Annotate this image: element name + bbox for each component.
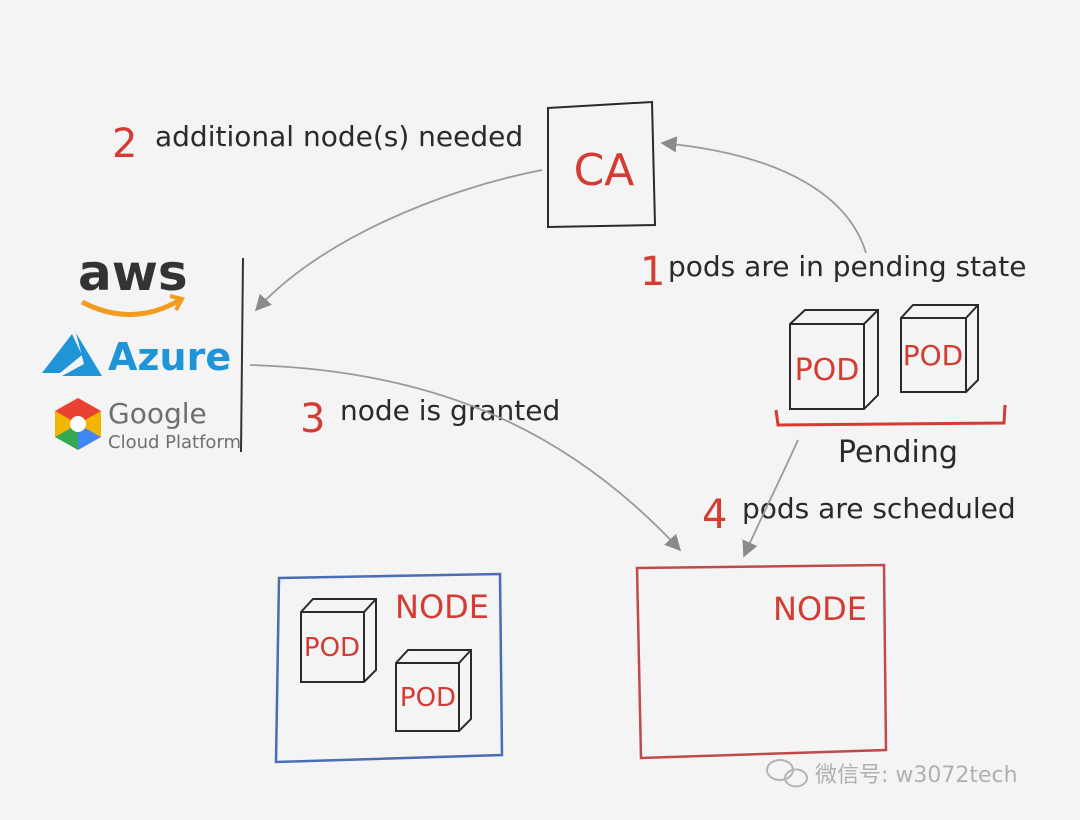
- wechat-icon: [766, 759, 808, 788]
- step-4: 4 pods are scheduled: [702, 492, 1016, 538]
- step-3: 3 node is granted: [300, 394, 560, 442]
- step-2-text: additional node(s) needed: [155, 120, 523, 153]
- step-4-text: pods are scheduled: [742, 492, 1016, 525]
- wechat-watermark: 微信号: w3072tech: [766, 759, 1018, 788]
- arrow-pending-to-node: [742, 439, 799, 558]
- node-left-pod-1: POD: [300, 598, 377, 683]
- step-1-text: pods are in pending state: [668, 250, 1026, 283]
- azure-wordmark: Azure: [108, 335, 231, 379]
- step-3-number: 3: [300, 396, 325, 442]
- watermark-text: 微信号: w3072tech: [815, 763, 1018, 788]
- arrow-ca-to-providers: [254, 169, 543, 312]
- ca-box: CA: [547, 100, 657, 229]
- pending-label: Pending: [838, 435, 958, 470]
- step-1-number: 1: [640, 249, 665, 295]
- node-left-pod-1-label: POD: [304, 633, 360, 663]
- pending-pod-2-label: POD: [903, 339, 963, 372]
- pending-pod-1: POD: [789, 309, 879, 410]
- google-cloud-hexagon-icon: [55, 398, 101, 450]
- azure-icon: [42, 333, 102, 376]
- step-4-number: 4: [702, 492, 727, 538]
- node-right-label: NODE: [773, 590, 867, 628]
- google-cloud-logo: Google Cloud Platform: [55, 397, 241, 453]
- node-left-pod-2-label: POD: [400, 683, 456, 713]
- step-1: 1 pods are in pending state: [640, 249, 1026, 295]
- arrow-pending-to-ca: [660, 136, 867, 254]
- pending-pod-2: POD: [900, 304, 979, 393]
- pending-bracket: [774, 404, 1007, 427]
- step-3-text: node is granted: [340, 394, 560, 427]
- azure-logo: Azure: [42, 333, 231, 379]
- node-left-pod-2: POD: [395, 649, 472, 732]
- step-2-number: 2: [112, 121, 137, 167]
- google-wordmark: Google: [108, 397, 207, 430]
- ca-label: CA: [574, 145, 635, 196]
- google-cloud-platform-text: Cloud Platform: [108, 432, 241, 453]
- pending-pod-1-label: POD: [795, 353, 860, 388]
- node-left: NODE POD POD: [274, 572, 504, 764]
- provider-divider: [240, 257, 244, 453]
- aws-logo: aws: [78, 244, 188, 317]
- arrow-providers-to-node: [249, 364, 682, 552]
- aws-wordmark: aws: [78, 244, 188, 302]
- node-right: NODE: [635, 563, 888, 760]
- node-left-label: NODE: [395, 588, 489, 626]
- aws-smile-icon: [80, 297, 182, 317]
- step-2: 2 additional node(s) needed: [112, 120, 523, 167]
